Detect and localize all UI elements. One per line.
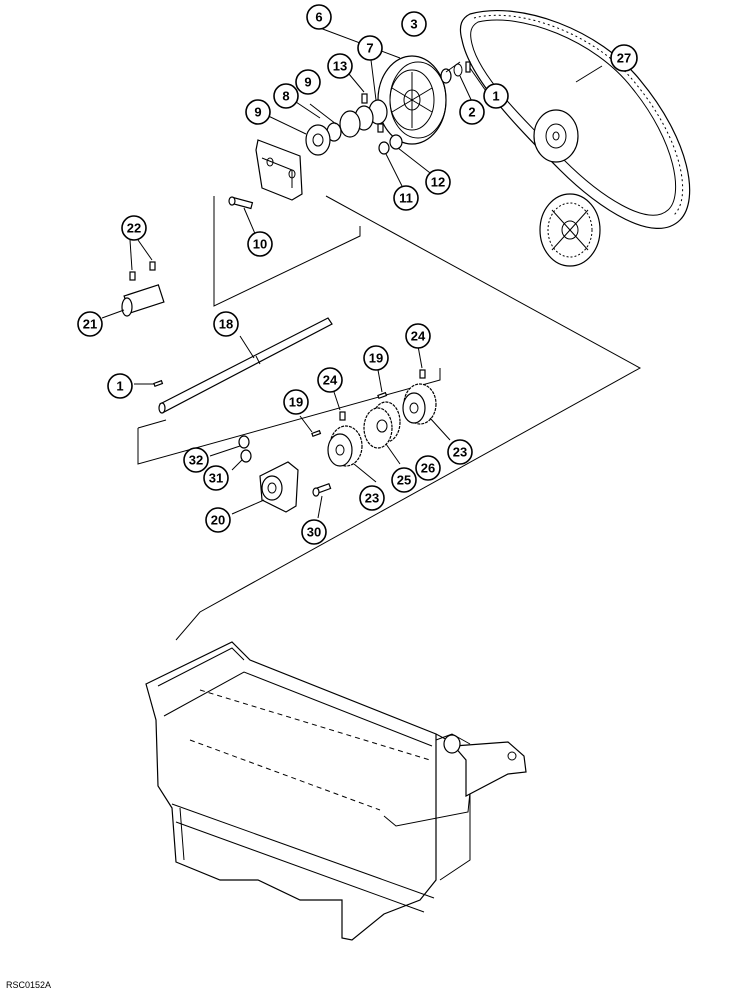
leader-lines <box>101 27 603 519</box>
shaft-18 <box>158 317 333 414</box>
callout-26: 26 <box>415 455 441 481</box>
hopper-frame <box>145 641 471 941</box>
callout-18: 18 <box>213 311 239 337</box>
assembly-outline <box>137 195 642 641</box>
svg-text:13: 13 <box>333 59 347 74</box>
svg-text:2: 2 <box>468 105 475 120</box>
svg-text:19: 19 <box>369 351 383 366</box>
callout-24-left: 24 <box>317 367 343 393</box>
callout-25: 25 <box>391 467 417 493</box>
svg-text:21: 21 <box>83 317 97 332</box>
washer-3 <box>440 68 452 84</box>
flange-bearing-20 <box>259 461 299 513</box>
idler-pulley-upper <box>533 109 579 163</box>
hitch-arm <box>443 734 527 797</box>
bolt-30 <box>312 482 332 497</box>
svg-text:30: 30 <box>307 525 321 540</box>
key-1-upper <box>465 61 471 73</box>
callout-13: 13 <box>327 53 353 79</box>
svg-text:18: 18 <box>219 317 233 332</box>
callout-32: 32 <box>183 447 209 473</box>
svg-text:1: 1 <box>492 89 499 104</box>
callout-8: 8 <box>273 83 299 109</box>
callout-21: 21 <box>77 311 103 337</box>
drive-belt <box>459 10 691 229</box>
callout-19-right: 19 <box>363 345 389 371</box>
svg-text:24: 24 <box>323 373 338 388</box>
svg-text:11: 11 <box>399 191 413 206</box>
keys-19 <box>311 391 388 438</box>
svg-text:19: 19 <box>289 395 303 410</box>
callout-12: 12 <box>425 169 451 195</box>
svg-text:32: 32 <box>189 453 203 468</box>
setscrews-22 <box>129 261 156 281</box>
svg-text:23: 23 <box>365 491 379 506</box>
svg-text:1: 1 <box>116 379 123 394</box>
double-sprocket-25 <box>363 401 401 449</box>
nut-31-washer-32 <box>238 435 252 463</box>
callout-6: 6 <box>306 4 332 30</box>
mounting-plate <box>255 139 303 201</box>
setscrew-13 <box>361 93 384 133</box>
nuts-11-12 <box>378 134 403 155</box>
svg-text:25: 25 <box>397 473 411 488</box>
svg-text:20: 20 <box>211 513 225 528</box>
svg-text:27: 27 <box>617 51 631 66</box>
callout-27: 27 <box>610 44 638 72</box>
svg-text:7: 7 <box>366 41 373 56</box>
callout-7: 7 <box>357 35 383 61</box>
figure-code: RSC0152A <box>6 980 51 990</box>
svg-text:9: 9 <box>254 105 261 120</box>
svg-text:10: 10 <box>253 237 267 252</box>
callout-23-left: 23 <box>359 485 385 511</box>
callout-19-left: 19 <box>283 389 309 415</box>
callout-2: 2 <box>459 99 485 125</box>
svg-text:3: 3 <box>410 17 417 32</box>
callout-22: 22 <box>121 215 147 241</box>
callout-30: 30 <box>301 519 327 545</box>
key-1-lower <box>153 379 164 388</box>
callout-31: 31 <box>203 465 229 491</box>
svg-text:12: 12 <box>431 175 445 190</box>
callout-24-right: 24 <box>405 323 431 349</box>
callout-1-lower: 1 <box>107 373 133 399</box>
svg-text:8: 8 <box>282 89 289 104</box>
sprocket-23-left <box>327 425 363 467</box>
svg-text:31: 31 <box>209 471 223 486</box>
callout-1-upper: 1 <box>483 83 509 109</box>
svg-text:24: 24 <box>411 329 426 344</box>
idler-pulley-lower <box>539 193 601 267</box>
callout-23-right: 23 <box>447 439 473 465</box>
drive-pulley <box>377 55 447 145</box>
callout-20: 20 <box>205 507 231 533</box>
svg-text:22: 22 <box>127 221 141 236</box>
svg-text:9: 9 <box>304 75 311 90</box>
bearing-hub <box>305 99 388 156</box>
callout-11: 11 <box>393 185 419 211</box>
svg-text:26: 26 <box>421 461 435 476</box>
sprocket-23-right <box>402 383 437 425</box>
bolt-10 <box>228 196 254 210</box>
callout-9-upper: 9 <box>295 69 321 95</box>
callout-9-lower: 9 <box>245 99 271 125</box>
svg-text:23: 23 <box>453 445 467 460</box>
svg-text:6: 6 <box>315 10 322 25</box>
callout-3: 3 <box>401 11 427 37</box>
setscrews-24 <box>339 369 426 421</box>
callout-10: 10 <box>247 231 273 257</box>
bushing-21 <box>121 284 165 317</box>
